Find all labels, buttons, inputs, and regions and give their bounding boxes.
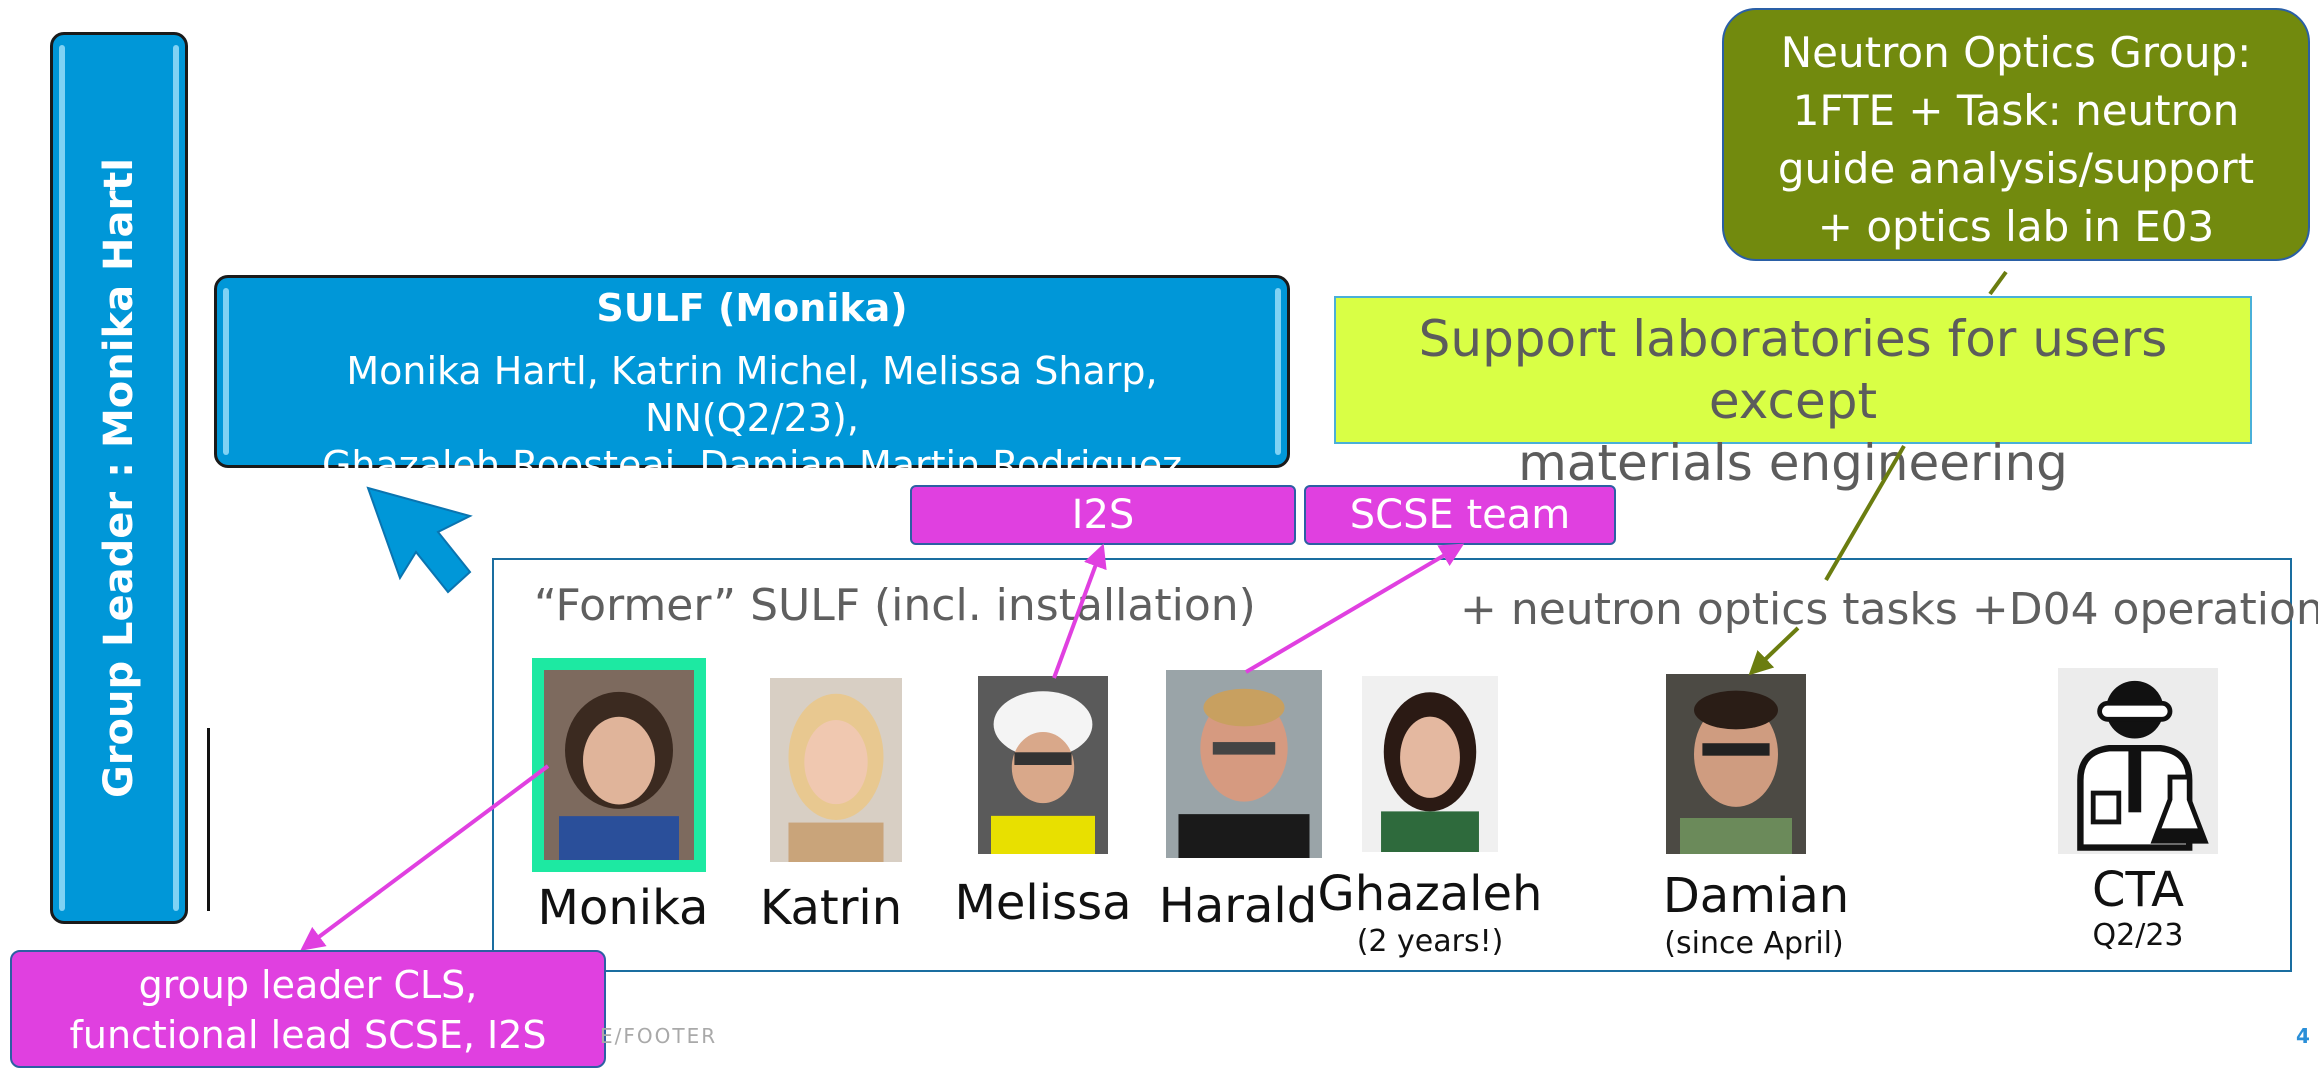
- former-sulf-tasks: + neutron optics tasks +D04 operation: [1460, 584, 2318, 635]
- footer-text: E/FOOTER: [600, 1024, 718, 1048]
- person-name: Monika: [537, 880, 709, 936]
- photo-damian: [1666, 674, 1806, 854]
- photo-katrin: [770, 678, 902, 862]
- leader-roles-box: group leader CLS, functional lead SCSE, …: [10, 950, 606, 1068]
- page-number: 4: [2296, 1024, 2310, 1048]
- person-note: (since April): [1664, 926, 1844, 961]
- optics-line4: + optics lab in E03: [1817, 202, 2215, 251]
- person-note: (2 years!): [1356, 924, 1504, 959]
- leader-roles-line2: functional lead SCSE, I2S: [69, 1013, 547, 1057]
- person-name: Melissa: [954, 875, 1132, 931]
- optics-line3: guide analysis/support: [1777, 144, 2255, 193]
- person-note: Q2/23: [2092, 918, 2184, 953]
- photo-harald: [1166, 670, 1322, 858]
- person-name: CTA: [2092, 862, 2184, 918]
- leader-roles-line1: group leader CLS,: [138, 963, 478, 1007]
- sulf-members-line1: Monika Hartl, Katrin Michel, Melissa Sha…: [346, 349, 1158, 440]
- sulf-box: SULF (Monika) Monika Hartl, Katrin Miche…: [214, 275, 1290, 487]
- person-name: Damian: [1662, 868, 1850, 924]
- box-rail-right: [1275, 288, 1281, 455]
- up-arrow-icon: [366, 486, 473, 594]
- divider-line: [207, 728, 210, 911]
- sulf-members: Monika Hartl, Katrin Michel, Melissa Sha…: [237, 348, 1267, 489]
- scientist-icon: [2058, 668, 2218, 854]
- optics-line2: 1FTE + Task: neutron: [1792, 86, 2240, 135]
- bar-rail-right: [173, 45, 179, 911]
- support-laboratories-box: Support laboratories for users except ma…: [1334, 296, 2252, 492]
- neutron-optics-group-box: Neutron Optics Group: 1FTE + Task: neutr…: [1722, 8, 2310, 261]
- former-sulf-title: “Former” SULF (incl. installation): [534, 580, 1256, 631]
- bar-rail-left: [59, 45, 65, 911]
- sulf-members-line2: Ghazaleh Roosteai, Damian Martin Rodrigu…: [321, 443, 1183, 487]
- support-line2: materials engineering: [1518, 434, 2068, 492]
- optics-line1: Neutron Optics Group:: [1780, 28, 2252, 77]
- person-name: Harald: [1158, 878, 1318, 934]
- group-leader-label: Group Leader : Monika Hartl: [96, 157, 142, 799]
- group-leader-bar: Group Leader : Monika Hartl: [50, 32, 188, 924]
- person-name: Katrin: [759, 880, 903, 936]
- i2s-tag: I2S: [910, 485, 1296, 545]
- box-rail-left: [223, 288, 229, 455]
- photo-melissa: [978, 676, 1108, 854]
- scse-team-tag: SCSE team: [1304, 485, 1616, 545]
- sulf-title: SULF (Monika): [596, 286, 908, 330]
- photo-monika: [532, 658, 706, 872]
- photo-ghazaleh: [1362, 676, 1498, 852]
- person-name: Ghazaleh: [1317, 866, 1543, 922]
- support-line1: Support laboratories for users except: [1418, 310, 2168, 430]
- optics-connector-top: [1988, 270, 2008, 296]
